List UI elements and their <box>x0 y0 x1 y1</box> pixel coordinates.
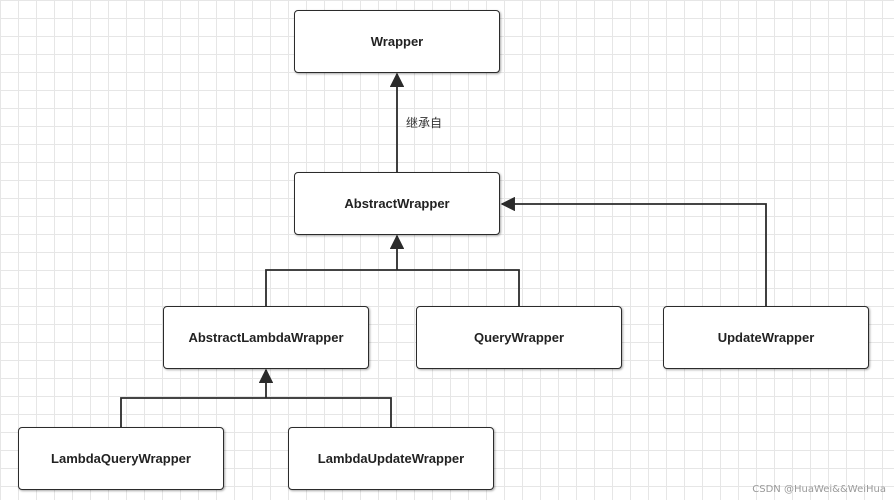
edge-query-wrapper-to-abstract-wrapper <box>397 269 520 306</box>
node-lambda-update-wrapper[interactable]: LambdaUpdateWrapper <box>288 427 494 490</box>
edge-label-inherits-from: 继承自 <box>406 116 443 130</box>
node-abstract-lambda-wrapper-label: AbstractLambdaWrapper <box>188 330 344 345</box>
edge-update-wrapper-to-abstract-wrapper <box>500 196 767 306</box>
node-update-wrapper-label: UpdateWrapper <box>717 330 815 345</box>
watermark: CSDN @HuaWei&&WeiHua <box>752 484 886 495</box>
node-lambda-query-wrapper-label: LambdaQueryWrapper <box>51 451 191 466</box>
node-query-wrapper-label: QueryWrapper <box>473 330 565 345</box>
node-abstract-lambda-wrapper[interactable]: AbstractLambdaWrapper <box>163 306 369 369</box>
edge-abstract-lambda-wrapper-to-abstract-wrapper <box>265 269 397 306</box>
edge-lambda-query-wrapper-to-abstract-lambda-wrapper <box>120 397 266 427</box>
node-lambda-update-wrapper-label: LambdaUpdateWrapper <box>317 451 465 466</box>
node-wrapper[interactable]: Wrapper <box>294 10 500 73</box>
node-wrapper-label: Wrapper <box>370 34 424 49</box>
node-abstract-wrapper-label: AbstractWrapper <box>344 196 450 211</box>
node-update-wrapper[interactable]: UpdateWrapper <box>663 306 869 369</box>
node-lambda-query-wrapper[interactable]: LambdaQueryWrapper <box>18 427 224 490</box>
node-abstract-wrapper[interactable]: AbstractWrapper <box>294 172 500 235</box>
edge-lambda-update-wrapper-to-abstract-lambda-wrapper <box>266 397 392 427</box>
node-query-wrapper[interactable]: QueryWrapper <box>416 306 622 369</box>
